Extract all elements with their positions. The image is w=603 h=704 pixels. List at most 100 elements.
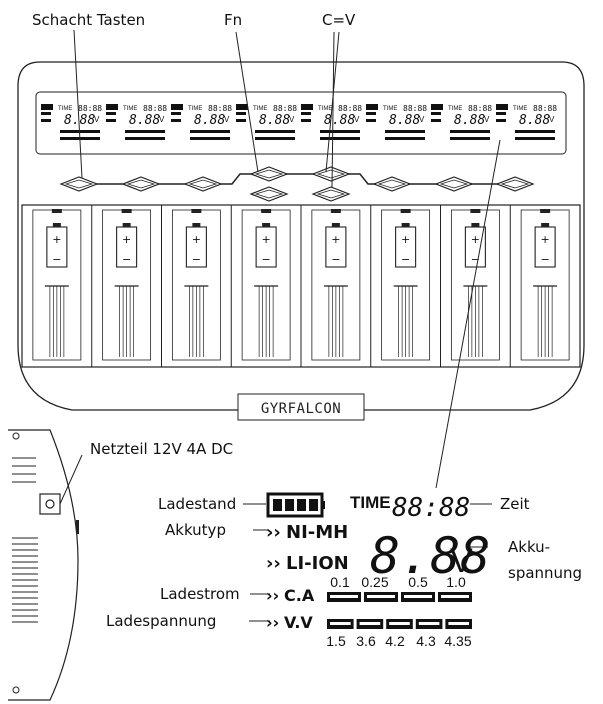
battery-slot[interactable]: +−: [381, 205, 441, 367]
mini-lcd-time-value: 88:88: [273, 104, 297, 113]
lcd-legend: TIME 88:88 ›› NI-MH ›› LI-ION 8.88 V 0.1…: [266, 492, 490, 649]
mini-lcd-unit: V: [549, 115, 555, 124]
mini-lcd-voltage: 8.88: [389, 113, 420, 128]
fn-button[interactable]: [249, 186, 289, 202]
lcd-voltage-unit: V: [450, 542, 473, 580]
mini-lcd-voltage: 8.88: [259, 113, 290, 128]
mini-lcd-time-value: 88:88: [533, 104, 557, 113]
mini-lcd-unit: V: [94, 115, 100, 124]
mini-lcd-voltage: 8.88: [519, 113, 550, 128]
battery-slot[interactable]: +−: [32, 205, 93, 367]
side-vents: [12, 457, 79, 623]
chevron-icon: ››: [266, 586, 279, 605]
plus-sign: +: [52, 233, 61, 246]
minus-sign: −: [541, 253, 550, 266]
mini-lcd-voltage: 8.88: [64, 113, 95, 128]
plus-sign: +: [541, 233, 550, 246]
mini-lcd-unit: V: [419, 115, 425, 124]
mini-lcd-unit: V: [224, 115, 230, 124]
label-c-eq-v: C=V: [322, 11, 356, 29]
voltage-tick-label: 3.6: [356, 633, 376, 649]
battery-slot[interactable]: +−: [102, 205, 162, 367]
mini-lcd-time-value: 88:88: [143, 104, 167, 113]
mini-lcd-time-label: TIME: [188, 106, 202, 112]
brand-text: GYRFALCON: [261, 401, 341, 417]
minus-sign: −: [331, 253, 340, 266]
mini-lcd-unit: V: [159, 115, 165, 124]
mini-lcd-time-label: TIME: [383, 106, 397, 112]
slot-button[interactable]: [495, 176, 535, 192]
slot-button[interactable]: [59, 176, 99, 192]
lcd-voltage-value: 8.88: [370, 527, 490, 585]
plus-sign: +: [262, 233, 271, 246]
battery-slot[interactable]: +−: [450, 205, 511, 367]
mini-lcd-time-label: TIME: [123, 106, 137, 112]
c-eq-v-button[interactable]: [311, 186, 351, 202]
lcd-ca-label: C.A: [284, 586, 315, 605]
battery-slot[interactable]: +−: [520, 205, 581, 367]
mini-lcd: TIME 88:888.88V: [236, 104, 297, 140]
slot-button-row: [59, 166, 535, 202]
minus-sign: −: [52, 253, 61, 266]
mini-lcd: TIME 88:888.88V: [106, 104, 167, 140]
battery-slot[interactable]: +−: [171, 205, 232, 367]
label-schacht-tasten: Schacht Tasten: [32, 11, 146, 29]
side-screw-top: [12, 432, 20, 440]
current-tick-label: 0.25: [361, 574, 388, 590]
callout-lines: [59, 29, 501, 622]
mini-lcd-time-value: 88:88: [403, 104, 427, 113]
slot-button[interactable]: [434, 176, 474, 192]
dc-socket: [39, 493, 61, 515]
voltage-tick-label: 1.5: [326, 633, 346, 649]
label-fn: Fn: [224, 11, 243, 29]
chevron-icon: ››: [266, 522, 281, 543]
mini-lcd: TIME 88:888.88V: [496, 104, 557, 140]
battery-slot[interactable]: +−: [311, 205, 372, 367]
voltage-segment-highlight: [448, 622, 469, 625]
mini-lcd-time-label: TIME: [448, 106, 462, 112]
mini-lcd-unit: V: [484, 115, 490, 124]
current-tick-label: 1.0: [446, 574, 466, 590]
label-akkutyp: Akkutyp: [165, 521, 226, 539]
lcd-time-value: 88:88: [392, 493, 470, 523]
button-connector-line: [96, 173, 498, 185]
side-view-body: [8, 429, 79, 701]
lcd-band: [35, 91, 567, 155]
mini-lcd-time-value: 88:88: [208, 104, 232, 113]
plus-sign: +: [401, 233, 410, 246]
slot-button[interactable]: [183, 176, 223, 192]
brand-plate: [237, 393, 365, 421]
mini-lcd-unit: V: [289, 115, 295, 124]
current-tick-label: 0.1: [330, 574, 350, 590]
mini-lcd-time-label: TIME: [318, 106, 332, 112]
minus-sign: −: [401, 253, 410, 266]
slot-button[interactable]: [311, 166, 351, 182]
label-akkuspannung-2: spannung: [508, 564, 583, 582]
minus-sign: −: [192, 253, 201, 266]
mini-lcd-time-label: TIME: [253, 106, 267, 112]
charger-body: [17, 61, 585, 411]
voltage-segment-highlight: [359, 622, 381, 625]
dc-socket-hole: [45, 499, 55, 509]
label-zeit: Zeit: [500, 495, 530, 513]
mini-lcd: TIME 88:888.88V: [171, 104, 232, 140]
battery-slot[interactable]: +−: [241, 205, 302, 367]
label-netzteil: Netzteil 12V 4A DC: [90, 440, 234, 458]
mini-lcd-voltage: 8.88: [129, 113, 160, 128]
charge-voltage-bar: [327, 619, 472, 629]
voltage-segment-highlight: [418, 622, 440, 625]
lcd-vv-label: V.V: [284, 613, 313, 632]
mini-lcd-voltage: 8.88: [194, 113, 225, 128]
mini-lcd-time-value: 88:88: [78, 104, 102, 113]
current-segment-highlight: [404, 595, 432, 598]
slot-button[interactable]: [249, 166, 289, 182]
mini-lcd-time-label: TIME: [513, 106, 527, 112]
label-ladestand: Ladestand: [158, 495, 237, 513]
slot-button[interactable]: [372, 176, 412, 192]
slot-button[interactable]: [121, 176, 161, 192]
voltage-segment-highlight: [330, 622, 351, 625]
